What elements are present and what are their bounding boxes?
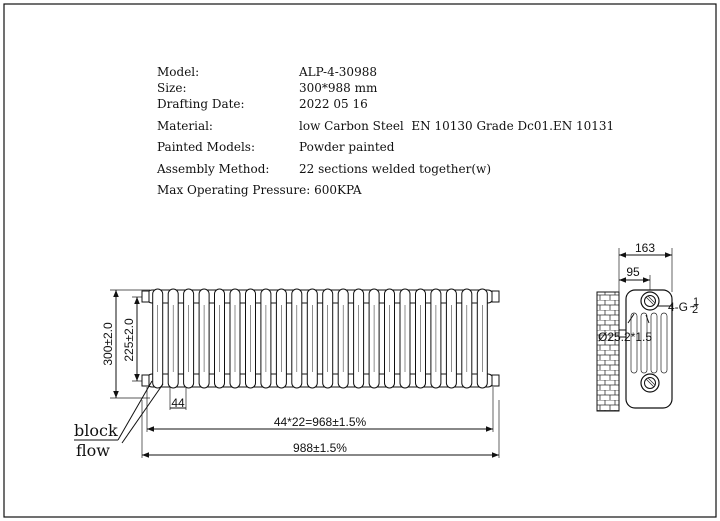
- thread-dim-text: 4-G: [668, 300, 688, 314]
- top-port-hatch-1: [645, 296, 655, 306]
- drafting-date-value: 2022 05 16: [299, 97, 368, 111]
- outlet-cap-top: [491, 290, 500, 303]
- tube-leader-2: [645, 314, 650, 324]
- block-label: block: [74, 421, 118, 440]
- offset-dim-text: 95: [626, 265, 640, 279]
- flow-leader: [121, 383, 164, 444]
- center-height-dim-text: 225±2.0: [122, 318, 136, 362]
- radiator-columns: [152, 288, 488, 389]
- side-column-4: [660, 312, 668, 374]
- flow-label: flow: [76, 441, 110, 460]
- thread-fraction-bar: [689, 304, 699, 308]
- centre-length-dim-text: 44*22=968±1.5%: [274, 415, 367, 429]
- radiator-side-view: 163 95 4-G 1 2 Ø25.2*1.5: [596, 241, 699, 412]
- model-value: ALP-4-30988: [298, 65, 377, 79]
- max-pressure-text: Max Operating Pressure: 600KPA: [157, 183, 362, 197]
- side-column-3: [650, 312, 658, 374]
- thread-fraction-den: 2: [692, 304, 698, 316]
- tube-dim-text: Ø25.2*1.5: [598, 330, 652, 344]
- radiator-front-view: 300±2.0 225±2.0 44 44*22=968±1.5% 988±1.…: [74, 288, 500, 460]
- inlet-cap-bottom: [141, 374, 150, 387]
- model-label: Model:: [157, 65, 199, 79]
- assembly-method-value: 22 sections welded together(w): [299, 162, 491, 176]
- block-leader: [117, 380, 153, 441]
- depth-dim-text: 163: [635, 241, 655, 255]
- bottom-port-hatch-2: [647, 377, 656, 386]
- tube-leader-1: [627, 313, 635, 324]
- side-column-1: [630, 312, 638, 374]
- height-dim-text: 300±2.0: [101, 322, 115, 366]
- size-label: Size:: [157, 81, 187, 95]
- size-value: 300*988 mm: [299, 81, 378, 95]
- inlet-cap-top: [141, 290, 150, 303]
- total-length-dim-text: 988±1.5%: [293, 441, 347, 455]
- side-outline: [625, 289, 673, 409]
- material-value: low Carbon Steel EN 10130 Grade Dc01.EN …: [299, 119, 614, 133]
- bottom-port-hatch-1: [645, 378, 655, 388]
- drafting-date-label: Drafting Date:: [157, 97, 245, 111]
- sheet-border: [3, 3, 717, 518]
- assembly-method-label: Assembly Method:: [156, 162, 269, 176]
- material-label: Material:: [157, 119, 213, 133]
- outlet-cap-bottom: [491, 374, 500, 387]
- side-column-2: [640, 312, 648, 374]
- wall-brick: [596, 291, 620, 412]
- thread-fraction-num: 1: [693, 296, 699, 308]
- painted-models-label: Painted Models:: [157, 140, 255, 154]
- spec-block: Model: ALP-4-30988 Size: 300*988 mm Draf…: [156, 65, 614, 197]
- painted-models-value: Powder painted: [299, 140, 395, 154]
- top-port-hatch-2: [647, 295, 656, 304]
- pitch-dim-text: 44: [171, 396, 185, 410]
